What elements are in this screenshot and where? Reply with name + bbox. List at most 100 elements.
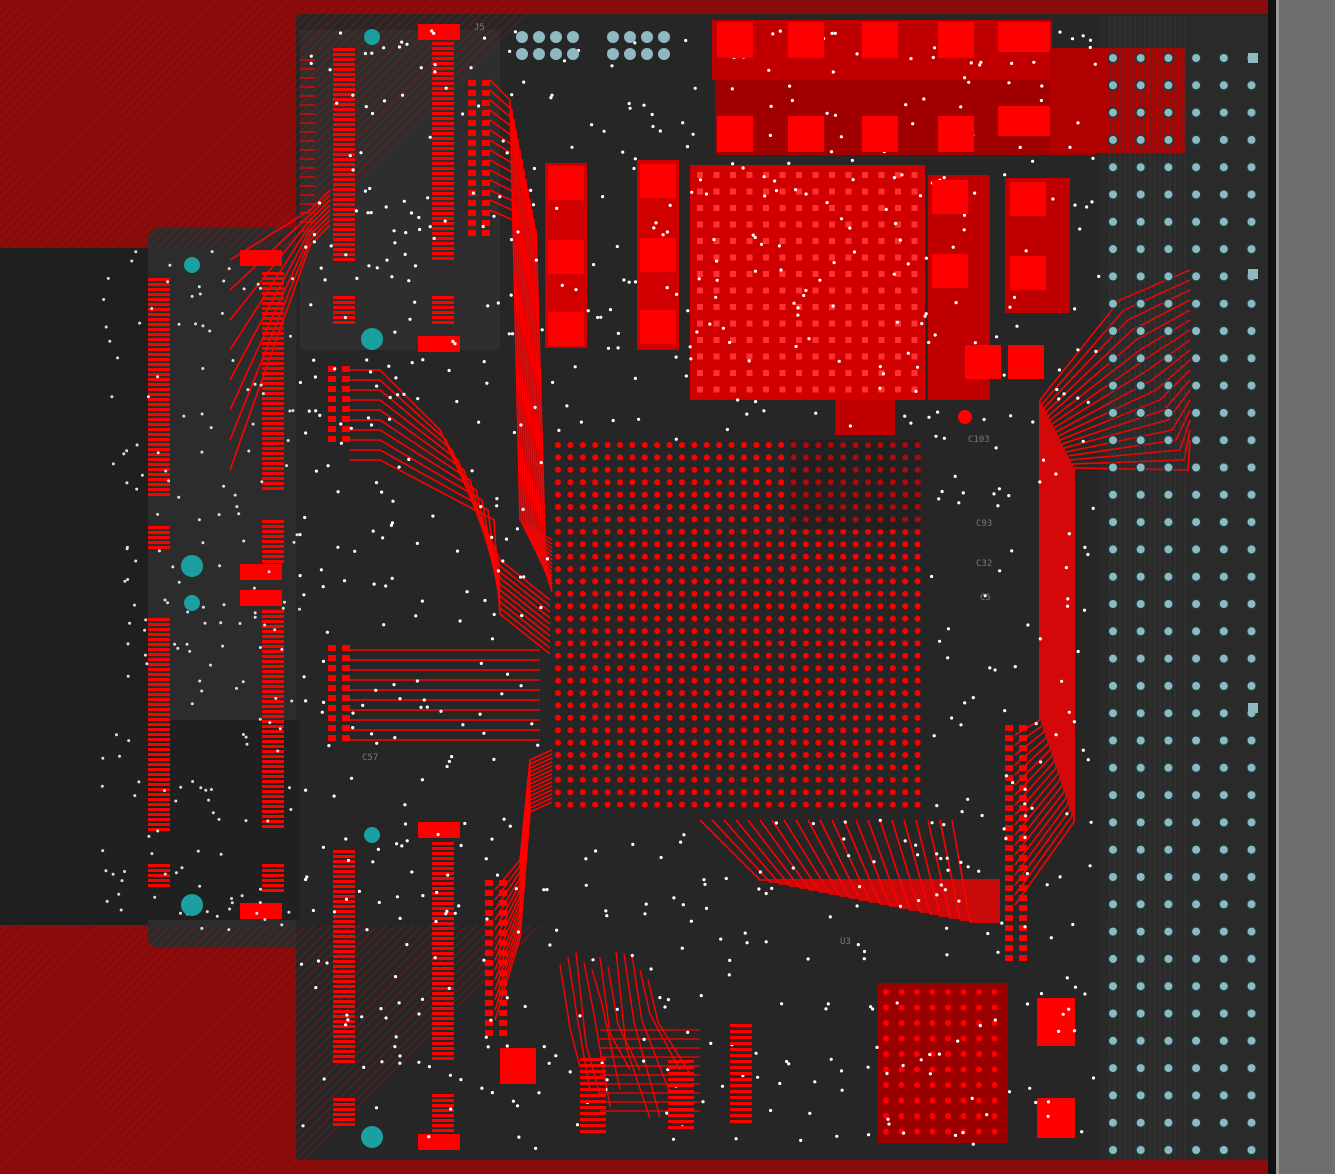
bga-ball — [815, 479, 822, 486]
via — [200, 689, 204, 693]
bga-ball — [803, 553, 809, 560]
via — [354, 209, 358, 213]
via — [1051, 197, 1055, 201]
power-pad — [878, 353, 885, 360]
via — [367, 264, 371, 268]
connector-pad — [333, 925, 355, 928]
resistor-array-pad — [1019, 955, 1027, 961]
via — [385, 258, 389, 262]
bga-ball — [728, 640, 735, 647]
bga-ball — [617, 516, 623, 523]
vertical-scrollbar[interactable] — [1276, 0, 1335, 1174]
via — [506, 672, 510, 676]
bga-ball — [815, 590, 822, 597]
via — [903, 414, 907, 418]
via — [930, 821, 934, 825]
power-pad — [812, 172, 819, 178]
designator-j5: J5 — [474, 23, 485, 33]
via — [1089, 820, 1093, 824]
bga-ball — [865, 541, 871, 548]
bga-ball — [852, 491, 859, 498]
via — [291, 409, 295, 413]
connector-pad — [432, 87, 454, 90]
power-pad — [845, 304, 852, 310]
connector-pad — [148, 408, 170, 411]
bga-ball — [728, 516, 735, 523]
via — [542, 888, 546, 892]
connector-pad — [432, 97, 454, 100]
bga-ball — [666, 504, 673, 510]
power-pad — [713, 337, 720, 343]
via — [927, 340, 931, 345]
connector-pad — [148, 788, 170, 791]
connector-pad — [148, 531, 170, 534]
header-pin — [1164, 1091, 1173, 1100]
via — [953, 474, 957, 478]
bga-ball — [765, 590, 772, 597]
power-pad — [730, 254, 736, 261]
resistor-array-pad — [1005, 915, 1013, 921]
ic-pin — [730, 1078, 752, 1081]
via — [366, 211, 370, 215]
connector-pad — [333, 1098, 355, 1101]
pcb-board[interactable]: J5 C103 C93 C32 C5 C57 U3 — [0, 0, 1276, 1174]
bga-ball — [889, 677, 896, 684]
power-pad — [829, 172, 835, 178]
power-pad — [713, 254, 720, 261]
via — [774, 821, 779, 825]
hatch-line — [0, 924, 109, 1034]
via — [319, 568, 323, 572]
via — [986, 931, 990, 936]
via — [1018, 145, 1022, 149]
connector-pad — [148, 683, 170, 686]
hatch-line — [192, 0, 442, 249]
bga-ball — [865, 714, 871, 721]
via — [898, 238, 903, 242]
via — [942, 823, 946, 827]
header-pin — [1192, 845, 1201, 854]
via — [245, 742, 249, 746]
connector-pad — [262, 407, 284, 410]
header-pin — [1109, 1036, 1117, 1045]
bga-ball — [902, 801, 909, 808]
header-pin — [1247, 108, 1256, 117]
via — [1078, 227, 1082, 231]
via — [382, 99, 387, 103]
hatch-line — [0, 0, 91, 91]
header-pin — [1109, 108, 1117, 117]
resistor-array-pad — [328, 675, 336, 681]
via — [247, 449, 251, 453]
bga-ball — [617, 677, 623, 684]
via — [246, 388, 250, 392]
pcb-canvas[interactable]: J5 C103 C93 C32 C5 C57 U3 — [0, 0, 1276, 1174]
via — [813, 1080, 817, 1084]
via — [807, 337, 811, 341]
via — [433, 956, 437, 960]
bga-ball — [865, 479, 871, 486]
resistor-array-pad — [1019, 765, 1027, 771]
bga-ball — [654, 516, 661, 523]
power-pad-large — [998, 22, 1050, 52]
bga-ball — [914, 628, 921, 634]
header-pin — [607, 31, 619, 43]
via — [663, 1005, 667, 1009]
bga-ball — [728, 466, 735, 473]
via — [600, 1061, 604, 1065]
bga-ball — [641, 677, 648, 684]
via — [601, 195, 605, 199]
header-pin — [1192, 572, 1201, 581]
via — [534, 258, 539, 262]
bga-ball — [803, 714, 809, 721]
bga-ball — [691, 652, 698, 659]
bga-ball — [728, 504, 735, 510]
hatch-line — [255, 0, 505, 249]
bga-ball — [840, 516, 847, 523]
via — [928, 1072, 933, 1076]
via — [208, 329, 212, 333]
via — [961, 491, 965, 495]
bga-ball — [960, 1035, 967, 1042]
connector-pad — [262, 535, 284, 538]
bga-ball — [654, 603, 661, 610]
connector-pad — [262, 382, 284, 385]
via — [661, 233, 665, 237]
